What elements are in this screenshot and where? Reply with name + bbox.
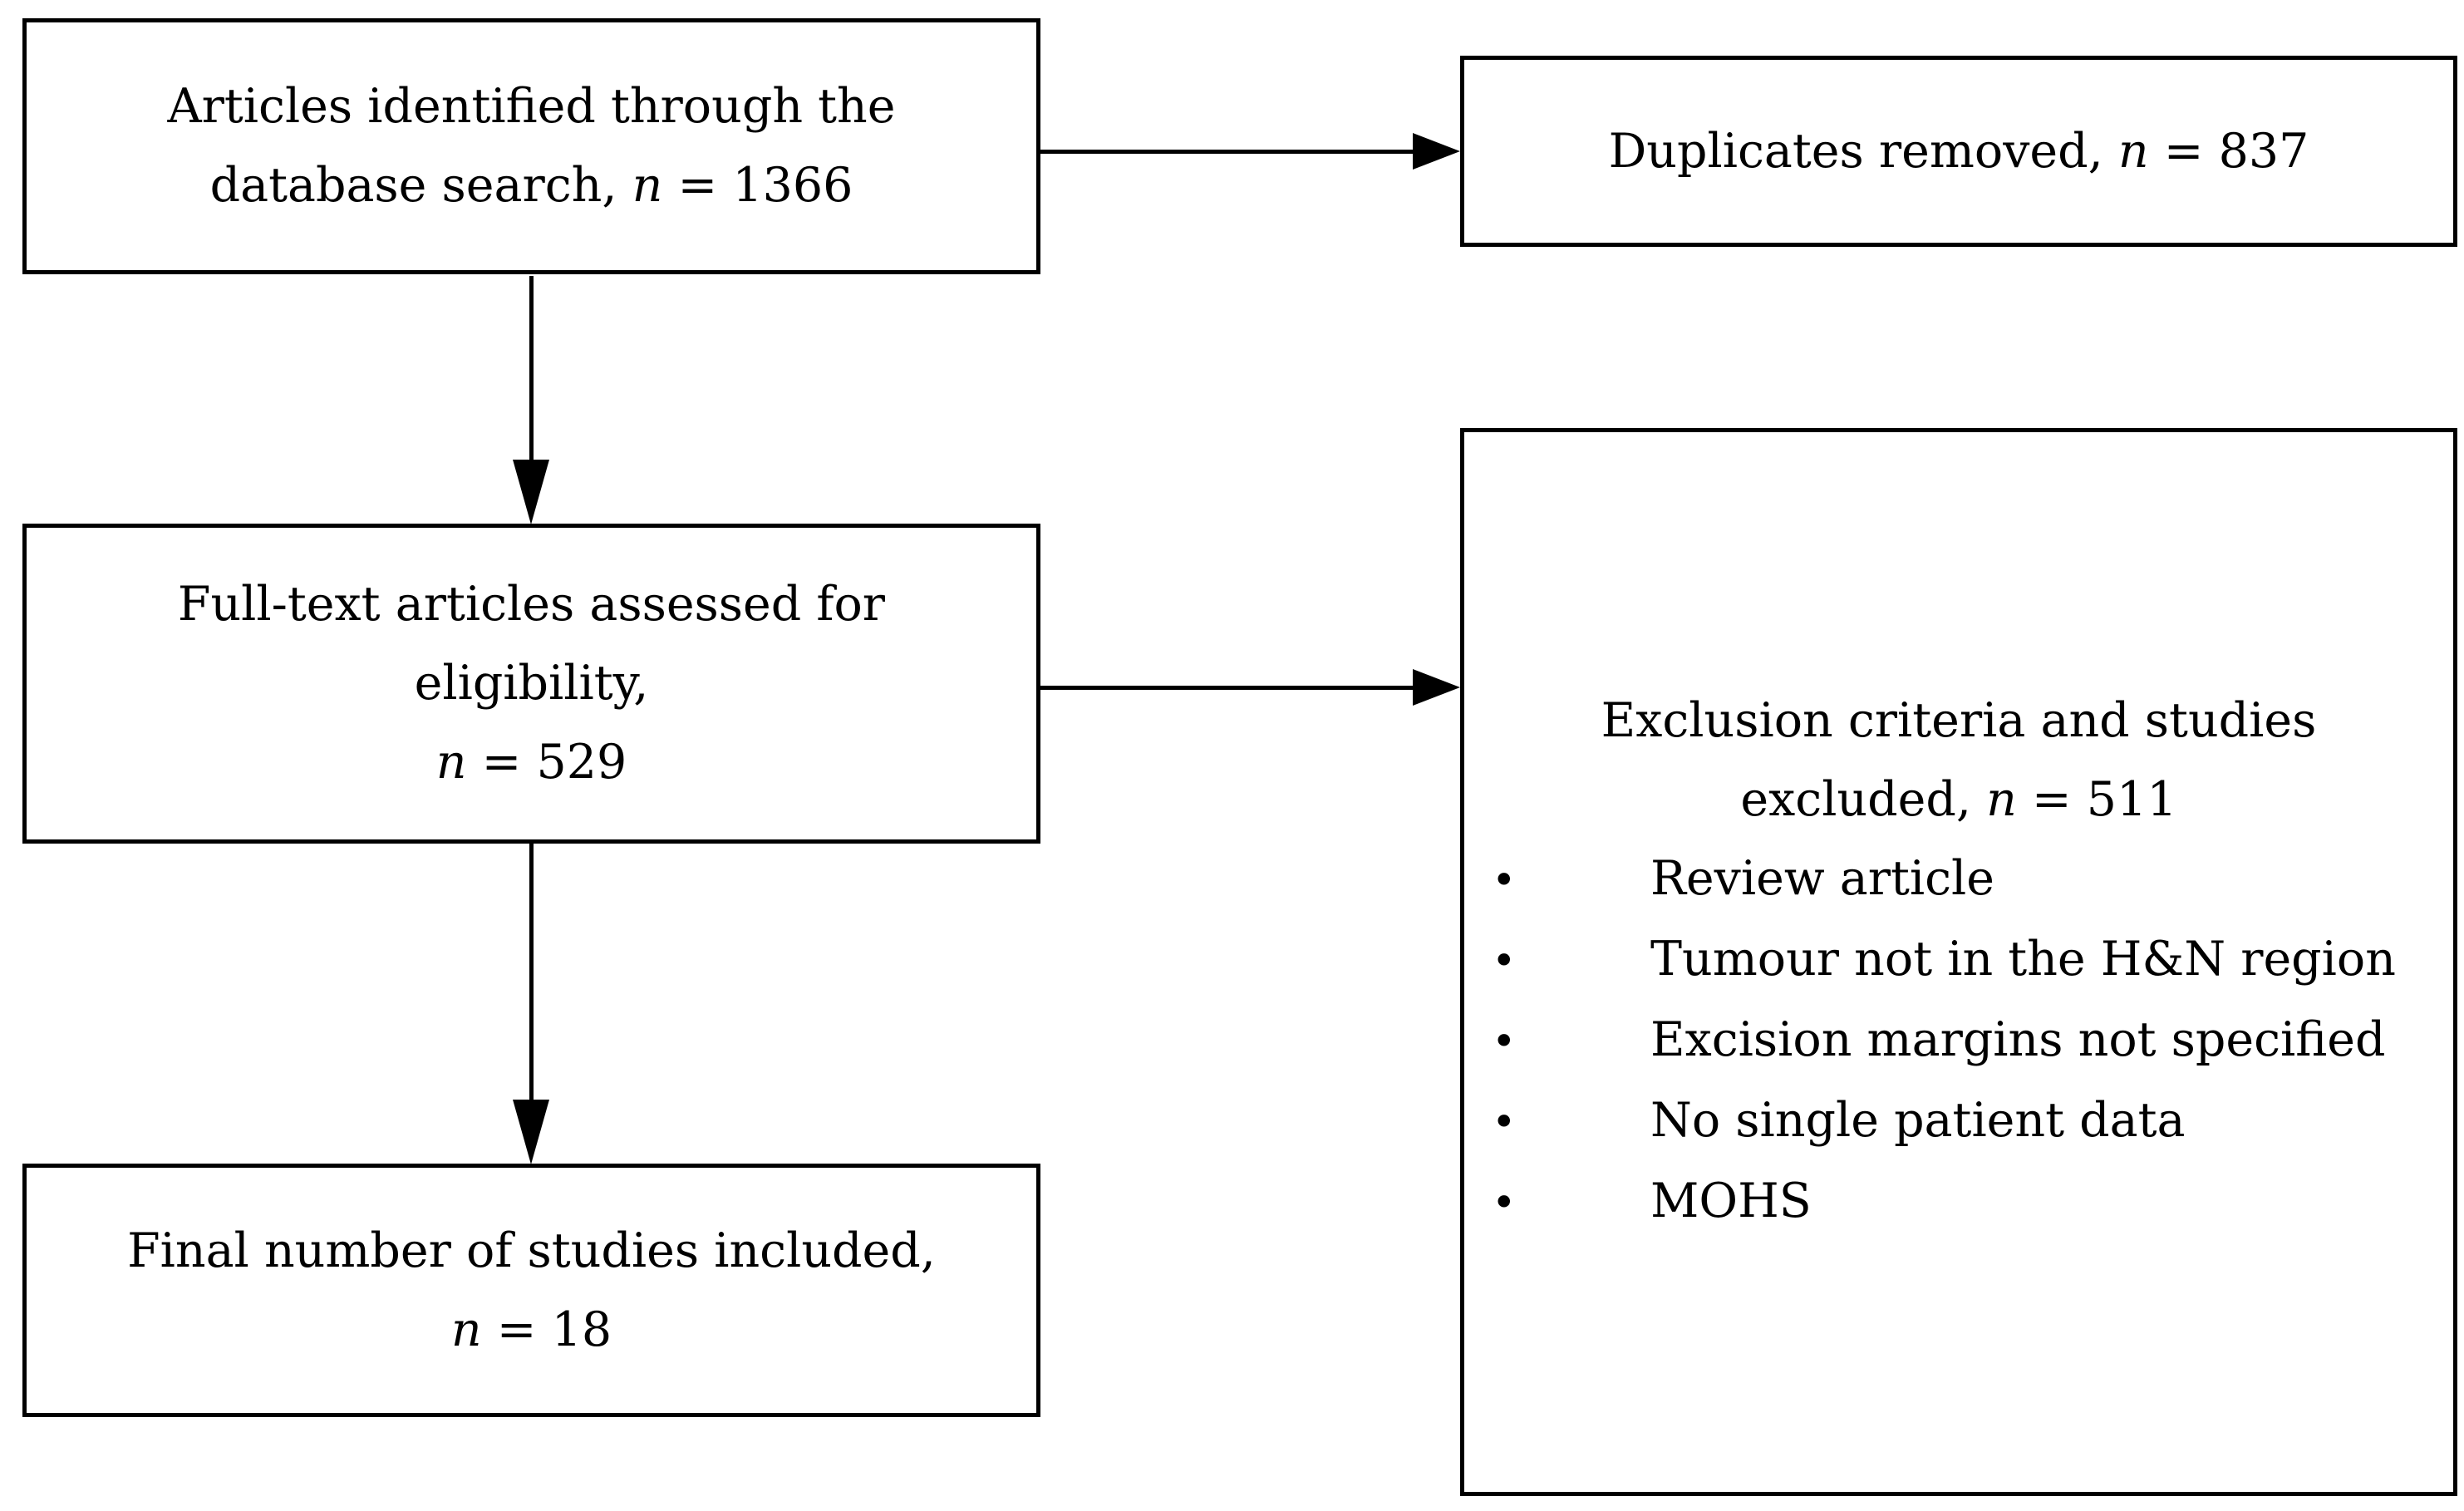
bullet-text: No single patient data: [1650, 1093, 2186, 1148]
bullet-marker: •: [1492, 1179, 1517, 1227]
identification-box: Articles identified through the database…: [22, 18, 1040, 274]
arrow-eligibility-to-exclusion-line: [1040, 686, 1416, 690]
bullet-text: Excision margins not specified: [1650, 1012, 2386, 1067]
text-line: Duplicates removed, n = 837: [1608, 123, 2309, 179]
text-line: Articles identified through the: [167, 79, 896, 134]
n-variable: n: [1986, 772, 2017, 827]
text-line: Final number of studies included,: [127, 1223, 936, 1278]
eligibility-box: Full-text articles assessed for eligibil…: [22, 524, 1040, 844]
arrow-right-icon: [1413, 669, 1460, 706]
bullet-text: Review article: [1650, 851, 1994, 906]
duplicates-removed-box: Duplicates removed, n = 837: [1460, 56, 2457, 247]
n-variable: n: [632, 158, 663, 213]
bullet-text: MOHS: [1650, 1174, 1812, 1228]
bullet-marker: •: [1492, 1098, 1517, 1146]
text-line: n = 18: [450, 1302, 612, 1357]
bullet-item: • MOHS: [1464, 1162, 2453, 1243]
bullet-item: • Excision margins not specified: [1464, 1001, 2453, 1081]
bullet-item: • Review article: [1464, 839, 2453, 920]
n-variable: n: [435, 735, 467, 790]
n-variable: n: [2117, 123, 2149, 179]
bullet-marker: •: [1492, 856, 1517, 904]
bullet-item: • Tumour not in the H&N region: [1464, 920, 2453, 1001]
arrow-eligibility-to-included-line: [529, 844, 534, 1101]
text-line: excluded, n = 511: [1740, 772, 2177, 827]
exclusion-box-title: Exclusion criteria and studies excluded,…: [1464, 682, 2453, 839]
eligibility-box-text: Full-text articles assessed for eligibil…: [27, 565, 1036, 802]
text-line: database search, n = 1366: [209, 158, 853, 213]
duplicates-box-text: Duplicates removed, n = 837: [1464, 112, 2453, 191]
text-line: Exclusion criteria and studies: [1601, 693, 2317, 748]
identification-box-text: Articles identified through the database…: [27, 67, 1036, 225]
n-variable: n: [450, 1302, 482, 1357]
exclusion-criteria-box: Exclusion criteria and studies excluded,…: [1460, 428, 2457, 1496]
arrow-down-icon: [513, 460, 549, 524]
text-line: n = 529: [435, 735, 627, 790]
bullet-marker: •: [1492, 937, 1517, 985]
included-box-text: Final number of studies included, n = 18: [27, 1212, 1036, 1370]
arrow-identification-to-eligibility-line: [529, 276, 534, 463]
arrow-identification-to-duplicates-line: [1040, 150, 1416, 154]
exclusion-bullet-list: • Review article • Tumour not in the H&N…: [1464, 839, 2453, 1243]
bullet-item: • No single patient data: [1464, 1081, 2453, 1162]
text-line: eligibility,: [414, 656, 649, 711]
text-line: Full-text articles assessed for: [177, 577, 886, 632]
final-included-box: Final number of studies included, n = 18: [22, 1164, 1040, 1417]
arrow-right-icon: [1413, 133, 1460, 170]
bullet-text: Tumour not in the H&N region: [1650, 932, 2396, 987]
arrow-down-icon: [513, 1100, 549, 1164]
bullet-marker: •: [1492, 1017, 1517, 1066]
